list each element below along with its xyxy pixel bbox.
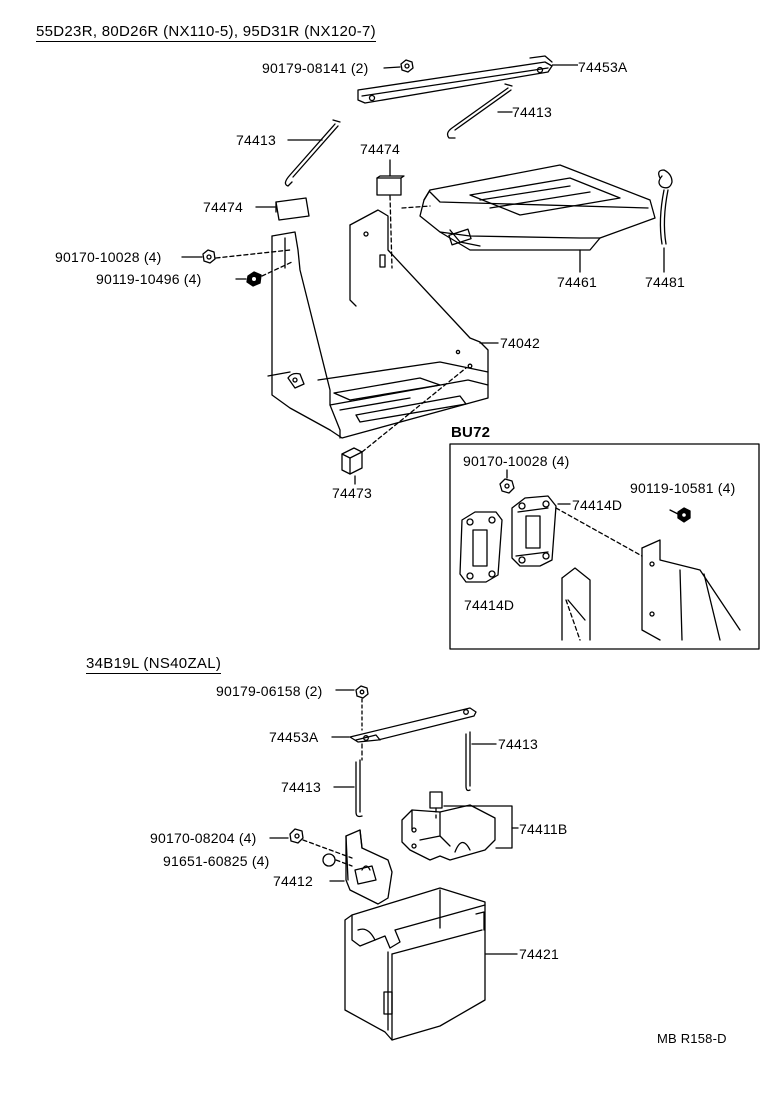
alignment-lines-bottom	[302, 743, 437, 867]
diagram-code: MB R158-D	[657, 1031, 727, 1046]
tray-74042	[267, 209, 499, 439]
cover-74461	[419, 164, 656, 273]
inset-title-bu72: BU72	[451, 424, 491, 441]
bolt-bu72	[677, 507, 691, 523]
label-nut-90170-10028: 90170-10028 (4)	[55, 249, 162, 265]
label-bracket-74414d-left: 74414D	[464, 597, 515, 613]
label-clamp-74453a-bottom: 74453A	[269, 729, 319, 745]
clamp-74453a-bottom	[349, 707, 477, 743]
label-tray-74042: 74042	[500, 335, 540, 351]
label-rod-74413-top-right: 74413	[512, 104, 552, 120]
cushion-74474-mid	[376, 159, 405, 196]
nut-90179-08141	[400, 59, 414, 73]
section-title-bottom: 34B19L (NS40ZAL)	[86, 655, 222, 674]
rod-74413-bottom-left	[355, 759, 363, 818]
label-bracket-74414d-right: 74414D	[572, 497, 623, 513]
label-stopper-74473: 74473	[332, 485, 372, 501]
label-hose-74481: 74481	[645, 274, 685, 290]
bracket-74414d-left	[459, 511, 503, 583]
label-rod-74413-top-left: 74413	[236, 132, 276, 148]
label-nut-90179-06158: 90179-06158 (2)	[216, 683, 323, 699]
label-cushion-74474-left: 74474	[203, 199, 243, 215]
label-clamp-74453a-top: 74453A	[578, 59, 628, 75]
label-carrier-74411b: 74411B	[519, 821, 568, 837]
bolt-91651-60825	[322, 853, 336, 867]
box-74421	[344, 887, 486, 1041]
label-nut-90179-08141: 90179-08141 (2)	[262, 60, 369, 76]
label-inset-nut: 90170-10028 (4)	[463, 453, 570, 469]
clamp-74453a-top	[357, 55, 553, 104]
label-holder-74412: 74412	[273, 873, 313, 889]
alignment-lines-top	[215, 195, 467, 453]
inset-tray-walls	[561, 539, 741, 641]
label-cushion-74474-mid: 74474	[360, 141, 400, 157]
inset-frame-bu72	[449, 443, 760, 650]
label-rod-74413-bottom-right: 74413	[498, 736, 538, 752]
label-inset-bolt: 90119-10581 (4)	[630, 480, 736, 496]
label-rod-74413-bottom-left: 74413	[281, 779, 321, 795]
rod-74413-top-right	[446, 83, 513, 139]
nut-90179-06158	[355, 685, 369, 699]
carrier-74411b	[401, 791, 513, 861]
leader-74453a-top	[552, 64, 578, 66]
label-cover-74461: 74461	[557, 274, 597, 290]
bracket-74414d-right	[511, 495, 557, 567]
cushion-74474-left	[275, 197, 310, 221]
nut-90170-08204	[289, 828, 304, 844]
rod-74413-bottom-right	[465, 731, 471, 792]
label-box-74421: 74421	[519, 946, 559, 962]
label-nut-90170-08204: 90170-08204 (4)	[150, 830, 257, 846]
hose-74481	[658, 169, 673, 273]
bolt-90119-10496	[246, 271, 262, 287]
section-title-top: 55D23R, 80D26R (NX110-5), 95D31R (NX120-…	[36, 23, 376, 42]
alignment-lines-inset	[555, 507, 643, 641]
stopper-74473	[341, 447, 363, 485]
label-bolt-90119-10496: 90119-10496 (4)	[96, 271, 202, 287]
rod-74413-top-left	[284, 119, 341, 187]
label-bolt-91651-60825: 91651-60825 (4)	[163, 853, 270, 869]
holder-74412	[345, 829, 393, 905]
nut-90170-10028	[202, 249, 216, 264]
nut-bu72	[499, 478, 515, 494]
